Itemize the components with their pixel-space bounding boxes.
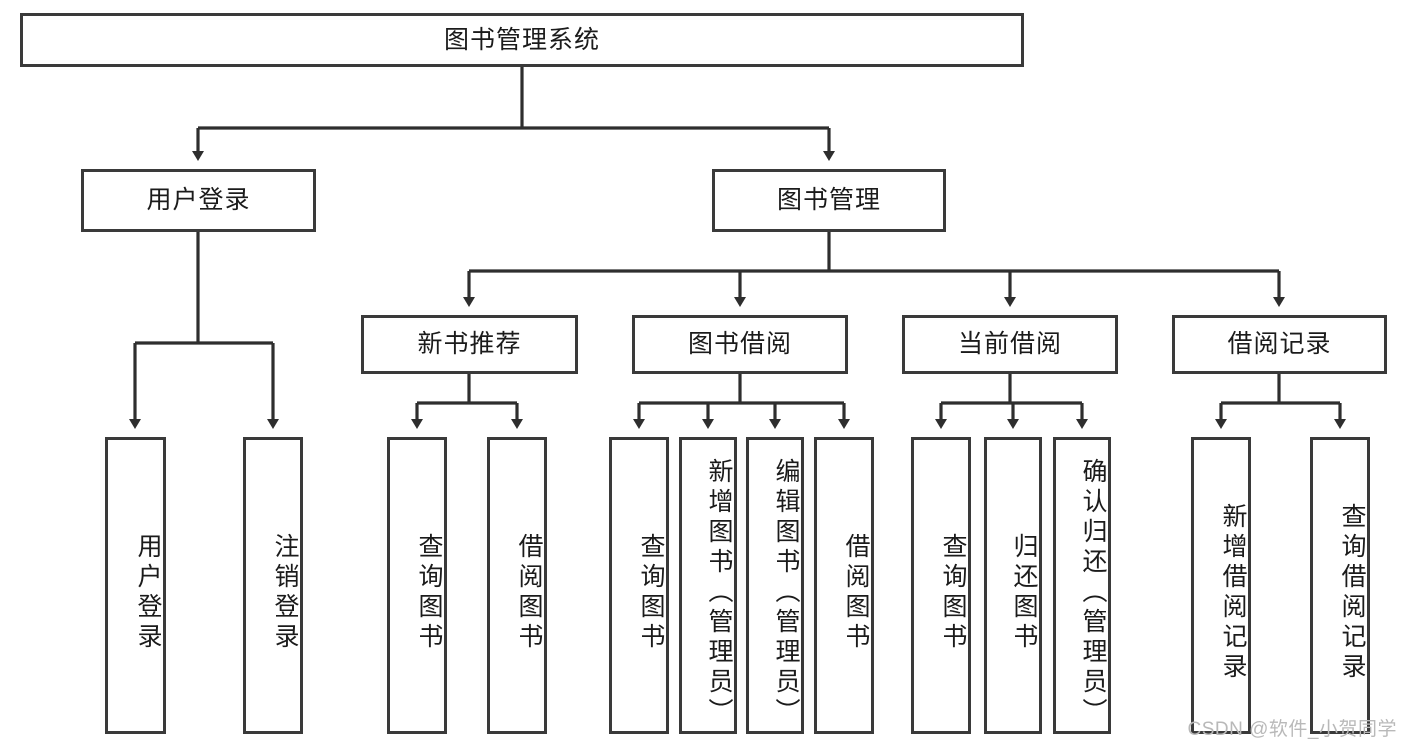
edge-group-book-borrow (633, 374, 850, 429)
node-root-system[interactable]: 图书管理系统 (20, 13, 1024, 67)
node-user-login[interactable]: 用户登录 (81, 169, 316, 232)
node-leaf-user-login[interactable]: 用户登录 (105, 437, 166, 734)
node-leaf-query-book-3[interactable]: 查询图书 (911, 437, 971, 734)
node-leaf-query-record[interactable]: 查询借阅记录 (1310, 437, 1370, 734)
node-leaf-query-book-1[interactable]: 查询图书 (387, 437, 447, 734)
node-current-borrow[interactable]: 当前借阅 (902, 315, 1118, 374)
node-borrow-record[interactable]: 借阅记录 (1172, 315, 1387, 374)
edge-group-root (192, 67, 835, 161)
edge-group-book-admin (463, 232, 1285, 307)
edge-group-current-borrow (935, 374, 1088, 429)
node-new-book-rec[interactable]: 新书推荐 (361, 315, 578, 374)
node-leaf-query-book-2[interactable]: 查询图书 (609, 437, 669, 734)
edge-group-user-login (129, 232, 279, 429)
node-leaf-edit-book[interactable]: 编辑图书（管理员） (746, 437, 804, 734)
node-leaf-return-book[interactable]: 归还图书 (984, 437, 1042, 734)
node-leaf-borrow-book-2[interactable]: 借阅图书 (814, 437, 874, 734)
node-leaf-add-record[interactable]: 新增借阅记录 (1191, 437, 1251, 734)
node-book-borrow[interactable]: 图书借阅 (632, 315, 848, 374)
edge-group-new-book-rec (411, 374, 523, 429)
watermark-text: CSDN @软件_小贺同学 (1187, 719, 1397, 740)
node-leaf-add-book[interactable]: 新增图书（管理员） (679, 437, 737, 734)
node-leaf-borrow-book-1[interactable]: 借阅图书 (487, 437, 547, 734)
node-leaf-user-logout[interactable]: 注销登录 (243, 437, 303, 734)
node-book-admin[interactable]: 图书管理 (712, 169, 946, 232)
edge-group-borrow-record (1215, 374, 1346, 429)
node-leaf-confirm-return[interactable]: 确认归还（管理员） (1053, 437, 1111, 734)
